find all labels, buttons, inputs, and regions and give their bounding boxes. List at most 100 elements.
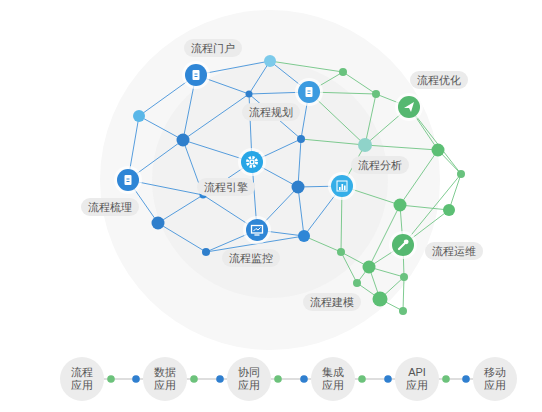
- network-dot: [133, 110, 145, 122]
- network-dot: [152, 217, 165, 230]
- network-line: [365, 145, 438, 150]
- node-text: 流程分析: [358, 158, 402, 172]
- connector-dot: [300, 375, 308, 383]
- icon-halo: [389, 231, 417, 259]
- network-dot: [394, 199, 407, 212]
- feature-label: 流程分析: [351, 156, 409, 174]
- feature-label: 流程监控: [222, 249, 280, 267]
- icon-glyph: [342, 184, 344, 190]
- network-line: [400, 205, 449, 210]
- feature-icon: [389, 231, 417, 259]
- icon-disc: [398, 96, 420, 118]
- icon-halo: [295, 78, 323, 106]
- feature-icon: [238, 148, 266, 176]
- network-line: [343, 72, 376, 94]
- network-icons: [114, 61, 423, 259]
- network-line: [304, 236, 341, 252]
- network-line: [183, 94, 249, 140]
- icon-glyph: [248, 158, 257, 167]
- application-circle: API 应用: [395, 357, 439, 401]
- feature-label: 流程梳理: [81, 198, 139, 216]
- node-text: 流程梳理: [88, 200, 132, 214]
- connector-dot: [384, 375, 392, 383]
- icon-glyph: [344, 186, 346, 191]
- network-dot: [337, 248, 345, 256]
- node-text: 数据 应用: [150, 366, 180, 392]
- network-dot: [443, 204, 455, 216]
- node-text: 集成 应用: [318, 366, 348, 392]
- feature-icon: [328, 172, 356, 200]
- connector-dot: [442, 375, 450, 383]
- node-text: 流程引擎: [204, 180, 248, 194]
- connector-group: [104, 375, 143, 383]
- icon-glyph: [127, 179, 130, 180]
- network-dot: [177, 134, 190, 147]
- connector-dot: [190, 375, 198, 383]
- icon-glyph: [195, 76, 198, 77]
- network-dot: [432, 144, 445, 157]
- connector-group: [271, 375, 311, 383]
- icon-glyph: [127, 181, 130, 182]
- feature-label: 流程优化: [410, 71, 468, 89]
- icon-disc: [246, 219, 268, 241]
- network-dot: [457, 170, 465, 178]
- icon-glyph: [252, 226, 263, 234]
- feature-icon: [295, 78, 323, 106]
- network-line: [341, 252, 357, 283]
- icon-disc: [117, 169, 139, 191]
- network-line: [139, 116, 183, 140]
- connector-group: [439, 375, 473, 383]
- icon-glyph: [404, 102, 414, 112]
- connector-dot: [132, 375, 140, 383]
- network-dot: [292, 181, 305, 194]
- network-line: [403, 277, 404, 311]
- icon-glyph: [193, 70, 200, 80]
- icon-glyph: [306, 87, 313, 97]
- feature-label: 流程规划: [242, 103, 300, 121]
- icon-glyph: [251, 161, 253, 163]
- network-dot: [372, 90, 380, 98]
- node-text: 流程规划: [249, 105, 293, 119]
- icon-halo: [238, 148, 266, 176]
- node-text: API 应用: [402, 366, 432, 392]
- network-dot: [339, 68, 347, 76]
- feature-label: 流程建模: [303, 293, 361, 311]
- network-dot: [297, 135, 305, 143]
- feature-label: 流程引擎: [197, 178, 255, 196]
- application-circle: 集成 应用: [311, 357, 355, 401]
- connector-dot: [107, 375, 115, 383]
- background-disc: [100, 10, 440, 350]
- icon-glyph: [255, 234, 260, 235]
- network-dot: [363, 261, 376, 274]
- icon-glyph: [249, 159, 254, 164]
- icon-halo: [395, 93, 423, 121]
- icon-glyph: [339, 187, 341, 190]
- network-line: [301, 139, 365, 145]
- icon-disc: [298, 81, 320, 103]
- network-dot: [246, 91, 253, 98]
- connector-dot: [216, 375, 224, 383]
- feature-icon: [182, 61, 210, 89]
- network-line: [298, 139, 301, 187]
- icon-disc: [331, 175, 353, 197]
- connector-group: [187, 375, 227, 383]
- network-dot: [353, 279, 361, 287]
- icon-disc: [392, 234, 414, 256]
- icon-glyph: [308, 93, 311, 94]
- node-text: 移动 应用: [480, 366, 510, 392]
- background-ring: [152, 62, 388, 298]
- application-circle: 移动 应用: [473, 357, 517, 401]
- icon-glyph: [125, 175, 132, 185]
- icon-glyph: [308, 91, 311, 92]
- connector-dot: [358, 375, 366, 383]
- network-line: [158, 223, 206, 252]
- icon-glyph: [254, 228, 261, 232]
- feature-label: 流程运维: [425, 242, 483, 260]
- feature-icon: [243, 216, 271, 244]
- node-text: 流程监控: [229, 251, 273, 265]
- icon-halo: [328, 172, 356, 200]
- network-line: [298, 187, 304, 236]
- icon-disc: [241, 151, 263, 173]
- node-text: 协同 应用: [234, 366, 264, 392]
